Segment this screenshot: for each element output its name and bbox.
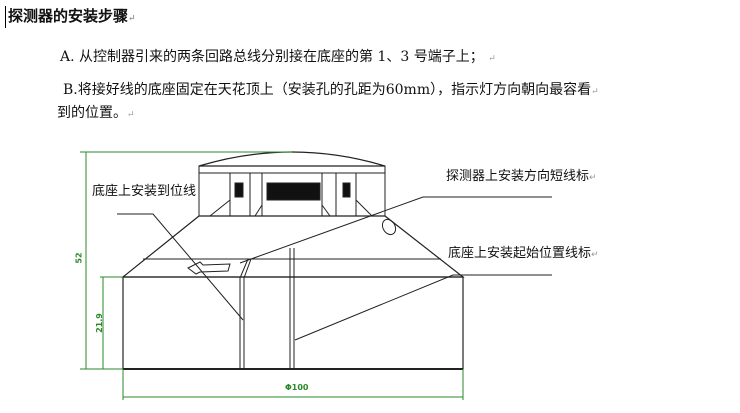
indicator-led	[381, 218, 397, 236]
start-position-mark	[289, 248, 295, 369]
installed-line-mark	[239, 258, 252, 369]
dim-diameter	[122, 369, 464, 400]
vent-left	[234, 182, 244, 198]
dim-label-base-height: 21.9	[94, 313, 104, 333]
label-detector-direction-mark: 探测器上安装方向短线标↵	[446, 169, 597, 184]
label-base-start-position-mark: 底座上安装起始位置线标↵	[448, 246, 599, 261]
dim-label-diameter: Φ100	[285, 383, 309, 392]
step-a-text: A. 从控制器引来的两条回路总线分别接在底座的第 1、3 号端子上； ↵	[60, 49, 496, 65]
base-body	[122, 276, 464, 370]
dim-total-height	[80, 151, 292, 370]
vent-right	[342, 182, 351, 198]
leader-base-installed	[117, 213, 244, 321]
leader-start-position	[294, 274, 552, 341]
dim-label-total-height: 52	[74, 252, 84, 264]
step-b-text: B.将接好线的底座固定在天花顶上（安装孔的孔距为60mm），指示灯方向朝向最容看…	[63, 82, 599, 98]
base-cone	[121, 215, 465, 278]
detector-dome	[198, 151, 386, 167]
label-base-installed-line: 底座上安装到位线	[92, 184, 197, 199]
text-cursor	[5, 6, 6, 28]
section-heading: 探测器的安装步骤↵	[8, 7, 136, 25]
detector-window	[266, 182, 321, 201]
direction-arrow	[187, 261, 231, 275]
dim-base-height	[100, 276, 123, 369]
leader-direction-mark	[239, 196, 552, 264]
step-b-continuation: 到的位置。↵	[57, 105, 135, 121]
